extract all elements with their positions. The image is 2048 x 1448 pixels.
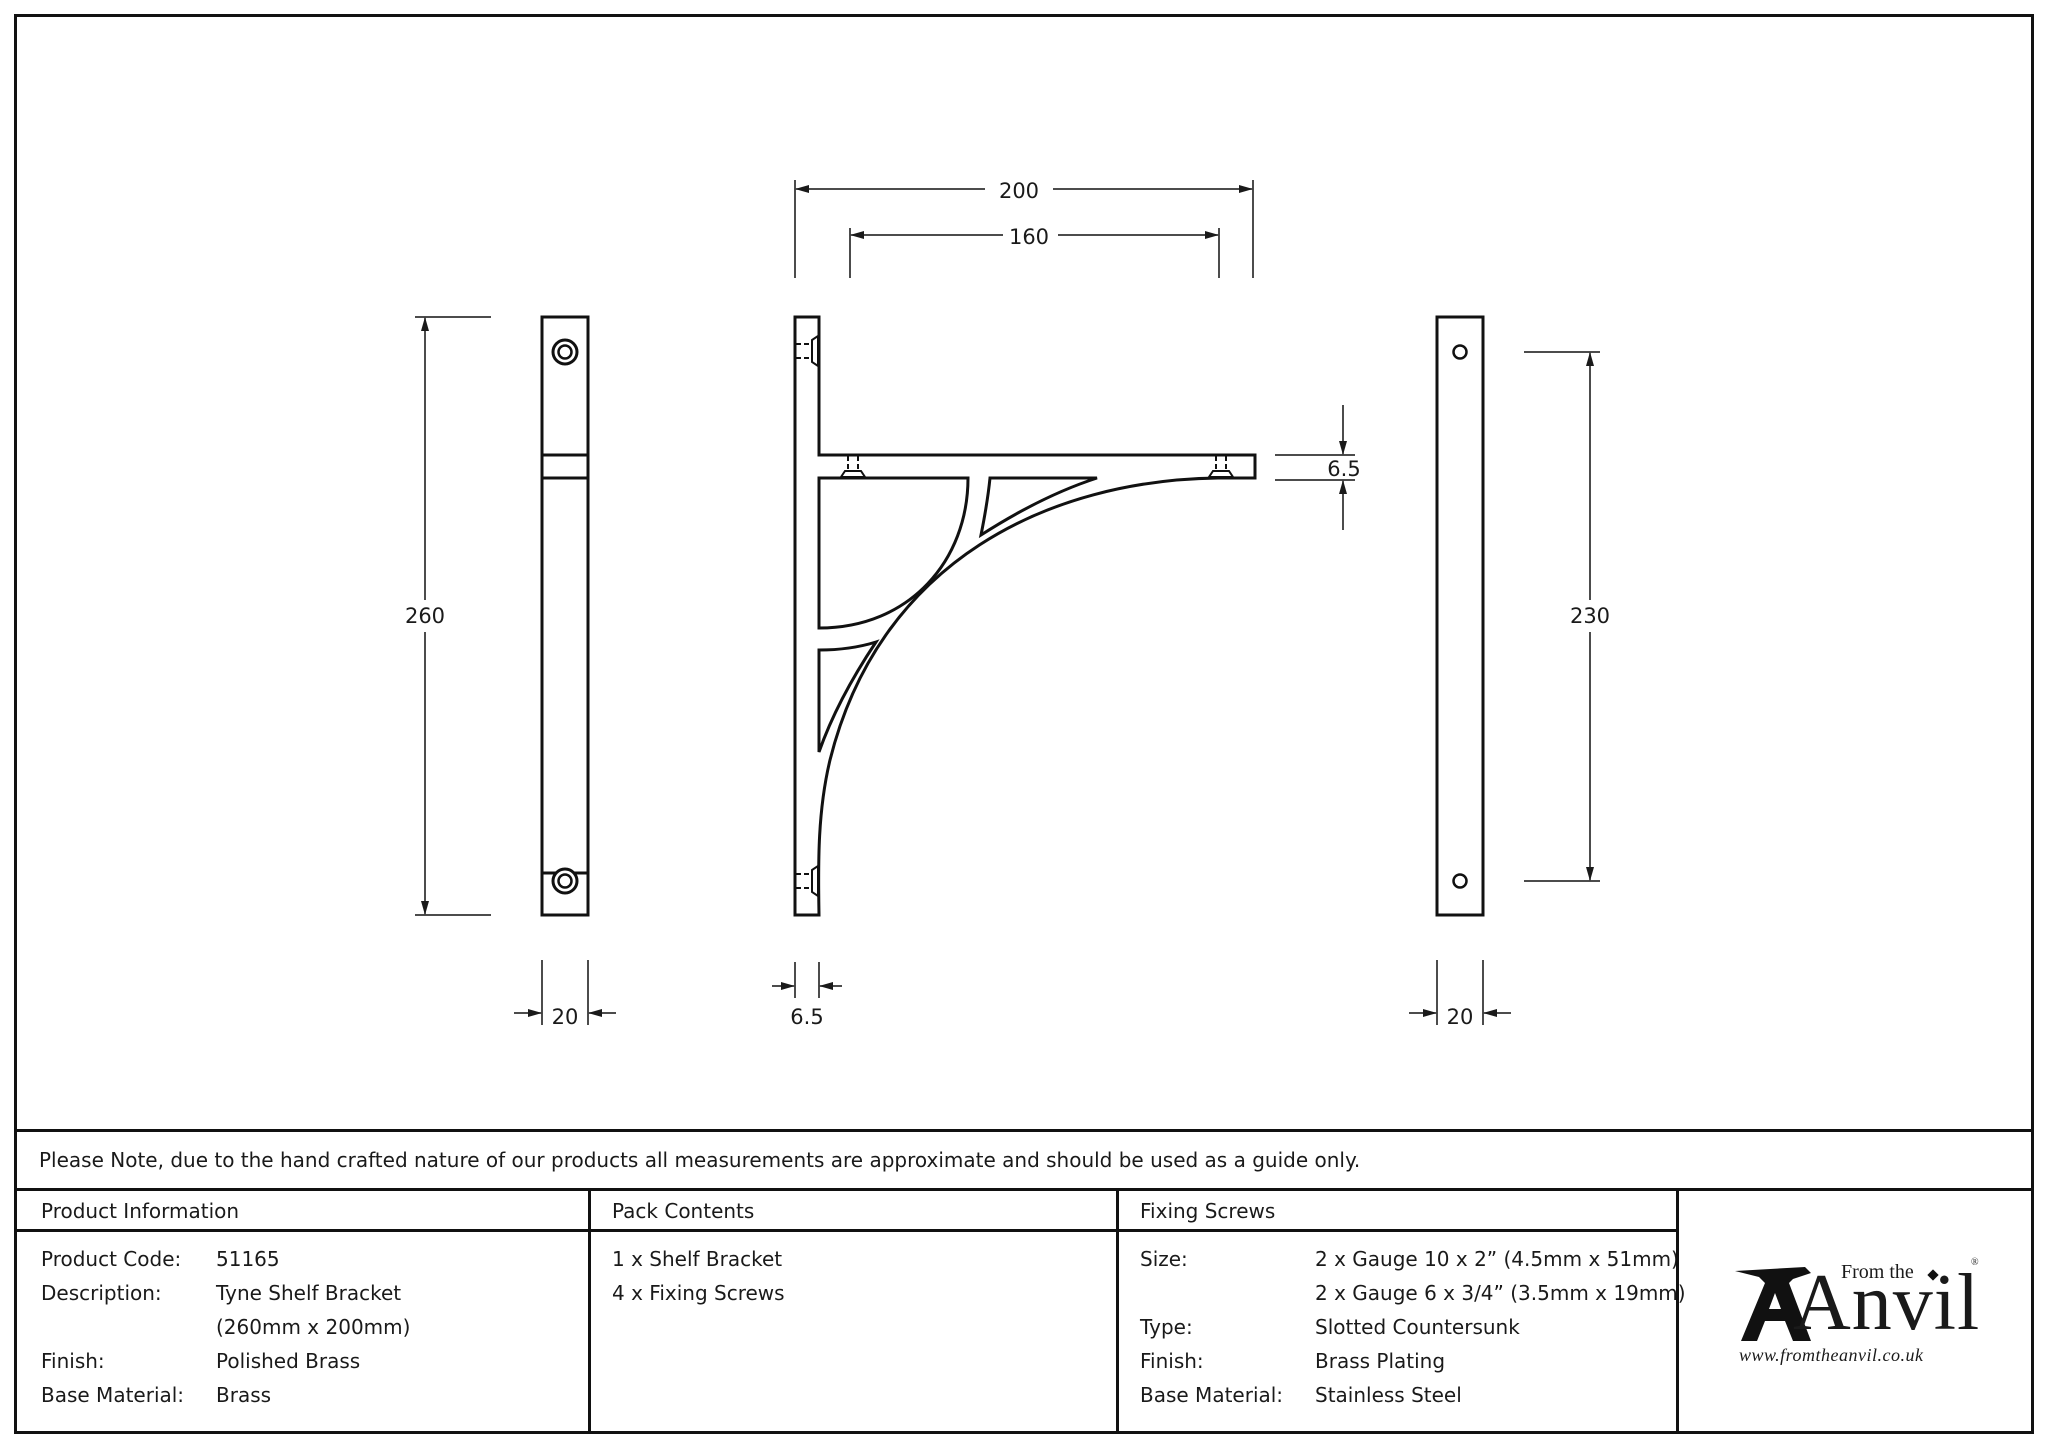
pack-contents-heading: Pack Contents	[588, 1191, 1116, 1232]
dimension-label-side-thickness: 6.5	[790, 1005, 823, 1029]
pack-item: 4 x Fixing Screws	[612, 1281, 785, 1305]
pack-contents-panel: Pack Contents 1 x Shelf Bracket 4 x Fixi…	[588, 1191, 1119, 1434]
finish: Polished Brass	[216, 1349, 361, 1373]
description-size-row: (260mm x 200mm)	[41, 1310, 588, 1344]
description-row: Description: Tyne Shelf Bracket	[41, 1276, 588, 1310]
logo-brand-name: Anvil	[1793, 1259, 1981, 1347]
product-information-panel: Product Information Product Code: 51165 D…	[14, 1191, 591, 1434]
screw-size-row: Size: 2 x Gauge 10 x 2” (4.5mm x 51mm)	[1140, 1242, 1679, 1276]
brand-logo: From the Anvil ® www.fromtheanvil.co.uk	[1735, 1257, 1985, 1371]
label: Finish:	[1140, 1349, 1204, 1373]
pack-item: 1 x Shelf Bracket	[612, 1247, 783, 1271]
dimension-label-fixing-centres: 160	[1009, 225, 1049, 249]
screw-size: 2 x Gauge 6 x 3/4” (3.5mm x 19mm)	[1315, 1281, 1686, 1305]
fixing-screws-heading: Fixing Screws	[1116, 1191, 1679, 1232]
front-view	[415, 315, 616, 1025]
label: Size:	[1140, 1247, 1188, 1271]
label: Description:	[41, 1281, 162, 1305]
screw-hole-icon	[1452, 344, 1468, 360]
logo-panel: From the Anvil ® www.fromtheanvil.co.uk	[1676, 1191, 2031, 1434]
screw-finish-row: Finish: Brass Plating	[1140, 1344, 1679, 1378]
hidden-screw-arm-left	[839, 456, 867, 478]
dimension-label-front-width: 20	[552, 1005, 579, 1029]
screw-hole-icon	[551, 338, 579, 366]
screw-base-material-row: Base Material: Stainless Steel	[1140, 1378, 1679, 1412]
screw-type-row: Type: Slotted Countersunk	[1140, 1310, 1679, 1344]
technical-drawing: 260 20	[405, 179, 1610, 1029]
screw-size-row: 2 x Gauge 6 x 3/4” (3.5mm x 19mm)	[1140, 1276, 1686, 1310]
side-view-dimensions	[772, 180, 1355, 998]
back-view	[1409, 315, 1600, 1025]
fixing-screws-panel: Fixing Screws Size: 2 x Gauge 10 x 2” (4.…	[1116, 1191, 1686, 1434]
logo-from-the: From the	[1841, 1261, 1914, 1283]
product-information-heading: Product Information	[17, 1191, 588, 1232]
side-view	[793, 315, 1257, 917]
anvil-icon	[1735, 1267, 1811, 1341]
dimension-label-fixing-centres-vertical: 230	[1570, 604, 1610, 628]
registered-mark-icon: ®	[1971, 1257, 1979, 1268]
hidden-screw-arm-right	[1207, 456, 1235, 478]
label: Type:	[1140, 1315, 1193, 1339]
product-code-row: Product Code: 51165	[41, 1242, 588, 1276]
label: Product Code:	[41, 1247, 182, 1271]
label: Base Material:	[41, 1383, 185, 1407]
screw-hole-icon	[551, 867, 579, 895]
disclaimer-note: Please Note, due to the hand crafted nat…	[39, 1148, 1361, 1172]
dimension-label-height: 260	[405, 604, 445, 628]
dimension-label-arm-thickness: 6.5	[1327, 457, 1360, 481]
screw-size: 2 x Gauge 10 x 2” (4.5mm x 51mm)	[1315, 1247, 1679, 1271]
label: Finish:	[41, 1349, 105, 1373]
dimension-label-back-width: 20	[1447, 1005, 1474, 1029]
dimension-label-width: 200	[999, 179, 1039, 203]
screw-hole-icon	[1452, 873, 1468, 889]
hidden-screw-top	[796, 334, 819, 368]
base-material-row: Base Material: Brass	[41, 1378, 588, 1412]
description: Tyne Shelf Bracket	[216, 1281, 402, 1305]
finish-row: Finish: Polished Brass	[41, 1344, 588, 1378]
label: Base Material:	[1140, 1383, 1284, 1407]
hidden-screw-bottom	[796, 864, 819, 898]
disclaimer-row: Please Note, due to the hand crafted nat…	[14, 1129, 2034, 1191]
logo-url: www.fromtheanvil.co.uk	[1739, 1345, 1924, 1365]
screw-finish: Brass Plating	[1315, 1349, 1446, 1373]
screw-base-material: Stainless Steel	[1315, 1383, 1462, 1407]
product-code: 51165	[216, 1247, 280, 1271]
screw-type: Slotted Countersunk	[1315, 1315, 1520, 1339]
base-material: Brass	[216, 1383, 272, 1407]
description-size: (260mm x 200mm)	[216, 1315, 411, 1339]
